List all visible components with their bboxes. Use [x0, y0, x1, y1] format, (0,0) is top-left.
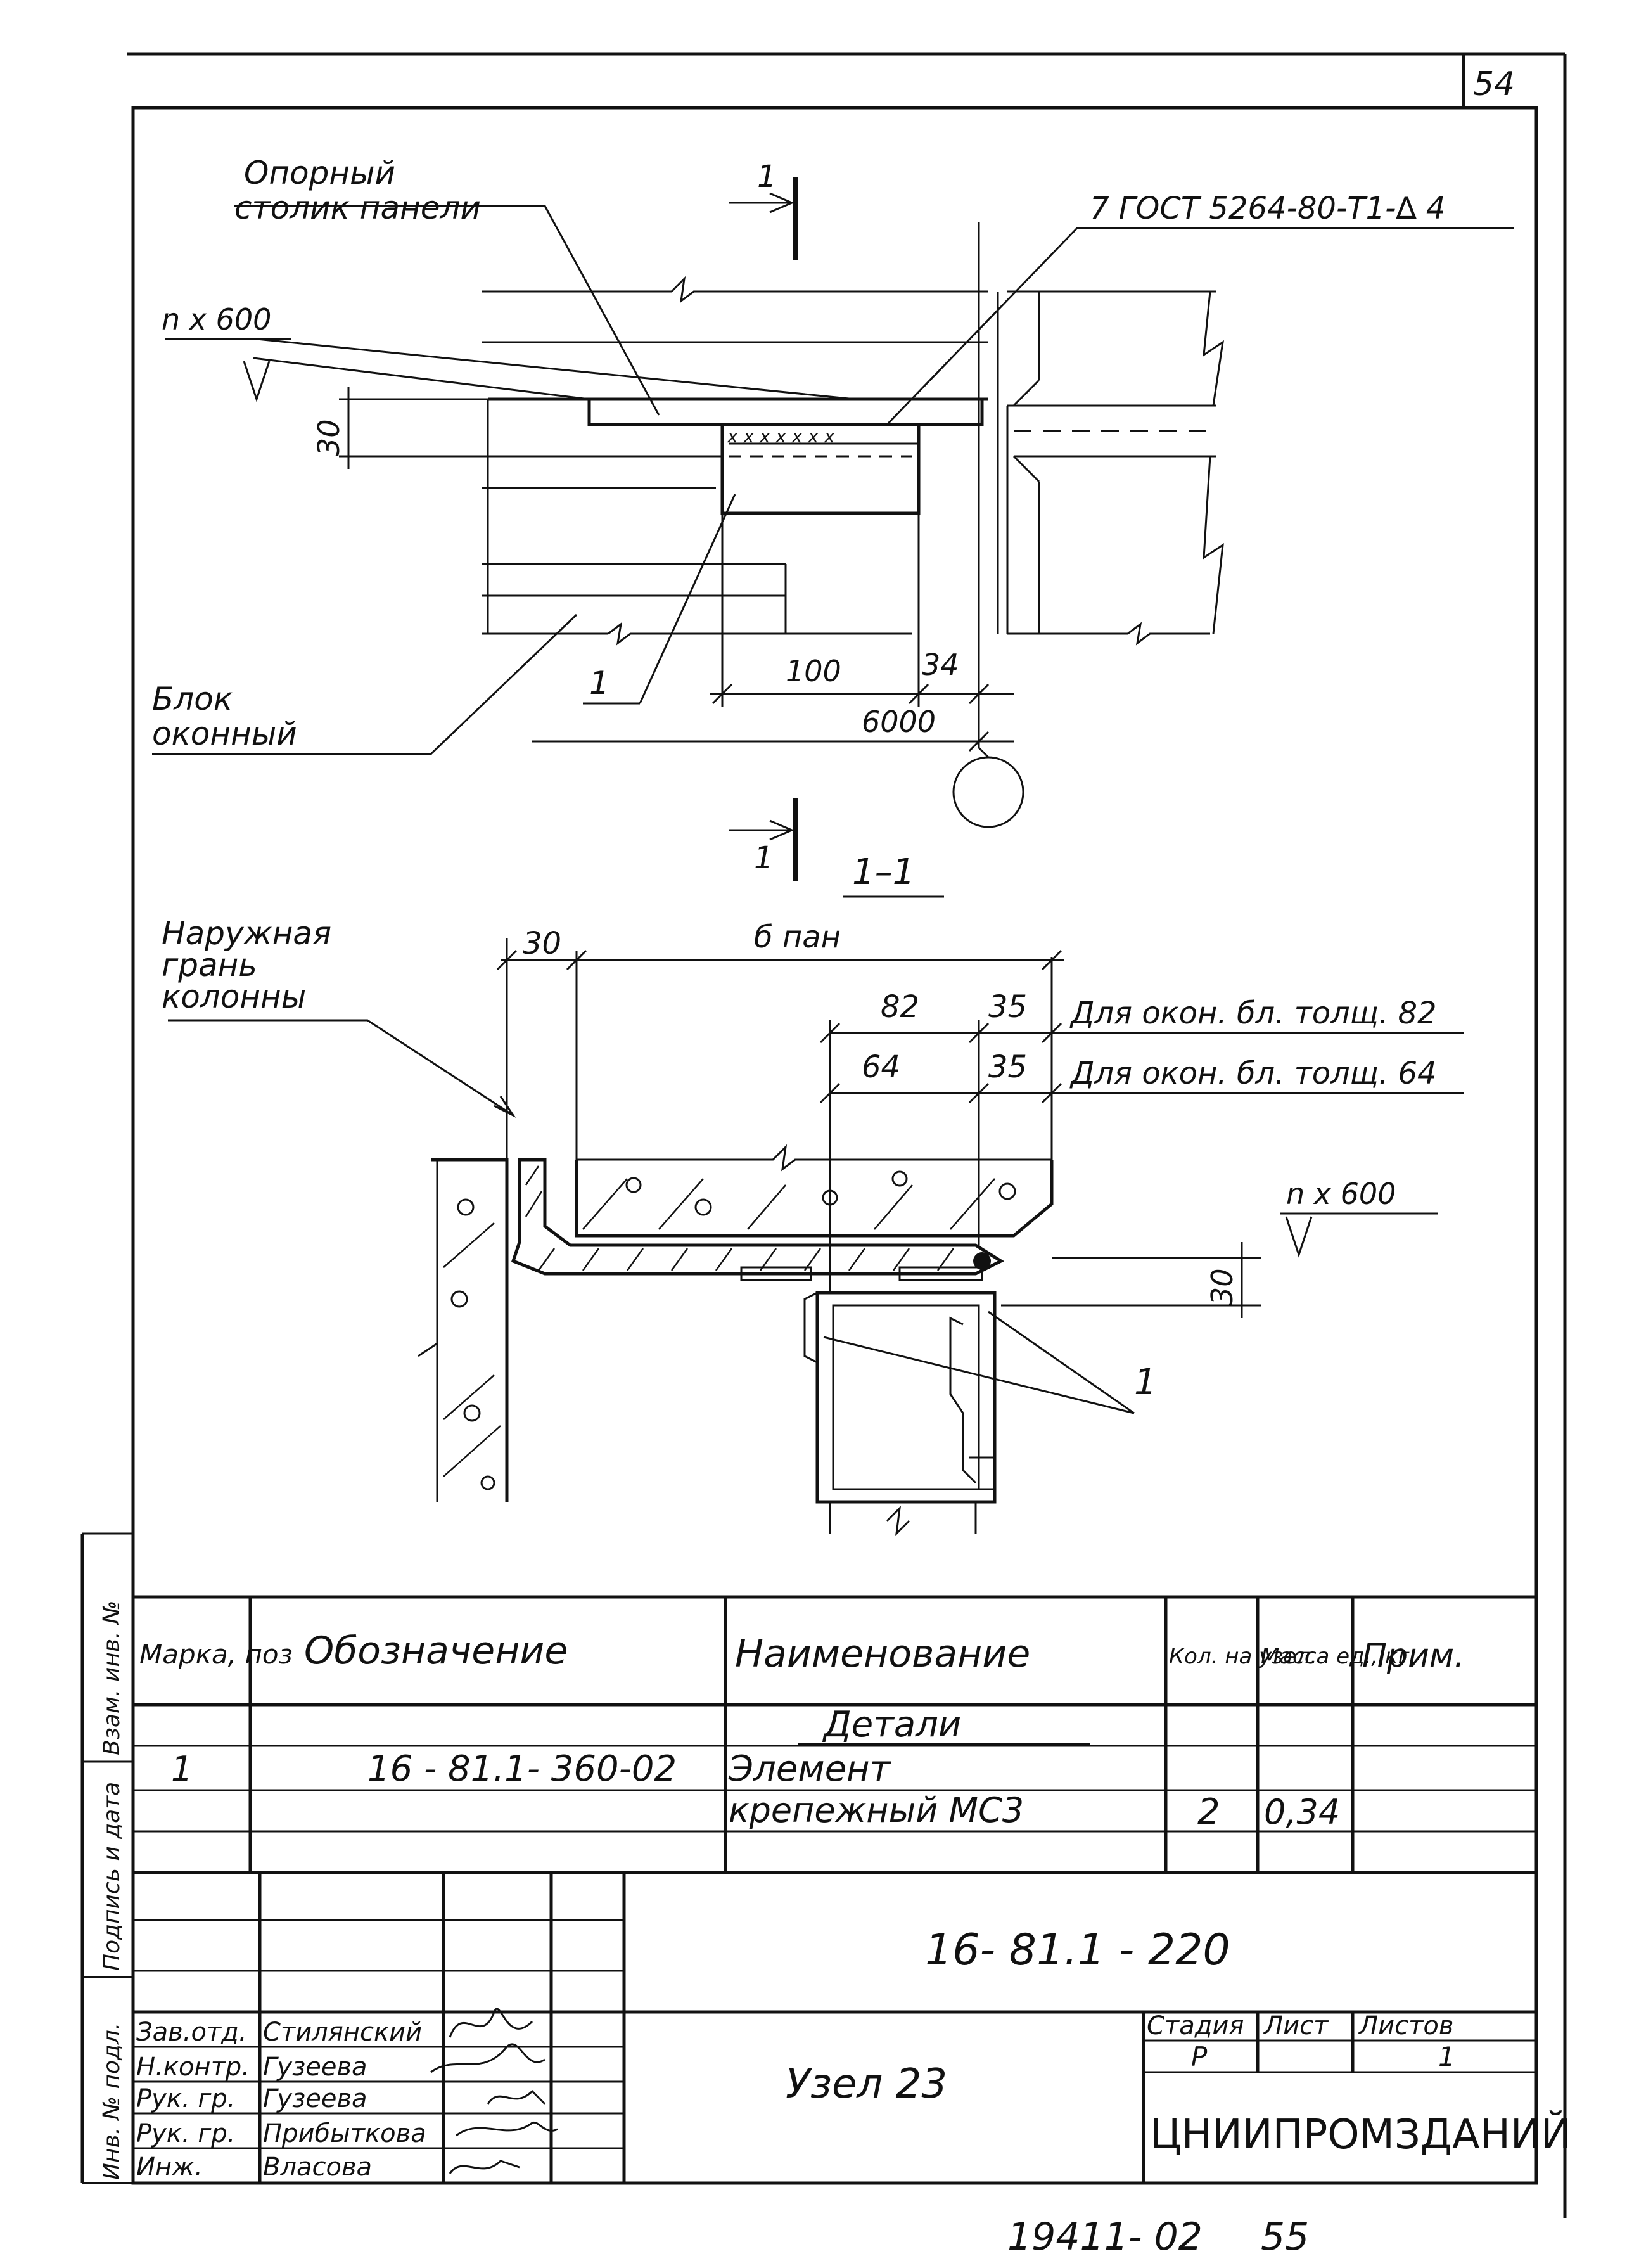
weld-crosses: x x x x x x x	[727, 426, 835, 447]
spec-header-name: Наименование	[735, 1632, 1030, 1676]
staff-role-2: Н.контр.	[136, 2053, 250, 2082]
section-label-face-line3: колонны	[162, 978, 306, 1015]
staff-name-4: Прибыткова	[263, 2119, 426, 2148]
plan-section-mark-bottom: 1	[754, 840, 774, 876]
section-dim-82: 82	[881, 989, 919, 1025]
spec-row1-designation: 16 - 81.1- 360-02	[367, 1748, 677, 1790]
spec-row2-qty: 2	[1197, 1791, 1220, 1833]
section-dim-35a: 35	[988, 989, 1027, 1025]
section-dim-b-pan: б пан	[754, 919, 841, 955]
plan-label-table-line1: Опорный	[244, 155, 395, 191]
title-block: 16- 81.1 - 220 Узел 23 Стадия Лист Листо…	[133, 1873, 1571, 2183]
staff-name-2: Гузеева	[263, 2053, 367, 2082]
weld-spot	[973, 1252, 991, 1270]
staff-name-5: Власова	[263, 2153, 372, 2182]
staff-role-3: Рук. гр.	[136, 2084, 236, 2113]
plan-level-mark: n x 600	[162, 302, 271, 336]
section-dim-30-right: 30	[1205, 1268, 1239, 1305]
plan-weld-note: 7 ГОСТ 5264-80-Т1-∆ 4	[1090, 191, 1445, 226]
staff-name-1: Стилянский	[263, 2018, 422, 2047]
plan-dim-100: 100	[786, 654, 841, 688]
spec-table: Марка, поз Обозначение Наименование Кол.…	[133, 1595, 1536, 1874]
stage-label: Стадия	[1147, 2011, 1244, 2041]
section-title: 1–1	[852, 852, 915, 893]
side-stamp-replace-inv: Взам. инв. №	[99, 1601, 125, 1755]
section-label-face-line2: грань	[162, 947, 257, 983]
sheets-value: 1	[1438, 2041, 1455, 2072]
page-number: 54	[1473, 65, 1515, 103]
section-position-1: 1	[1134, 1362, 1157, 1403]
spec-row1-mark: 1	[171, 1749, 193, 1789]
column-hatch	[443, 1198, 501, 1490]
plan-view: x x x x x x x n x 600 30 Опорный столик …	[152, 155, 1514, 881]
drawing-name: Узел 23	[786, 2061, 947, 2108]
organization-name: ЦНИИПРОМЗДАНИЙ	[1150, 2110, 1571, 2158]
bottom-code: 19411- 02	[1007, 2215, 1203, 2259]
section-note-82: Для окон. бл. толщ. 82	[1069, 996, 1437, 1031]
section-dim-64: 64	[862, 1049, 900, 1085]
spec-header-mark: Марка, поз	[139, 1639, 293, 1670]
signatures	[430, 2008, 558, 2174]
section-level-mark: n x 600	[1286, 1177, 1396, 1211]
panel-concrete-marks	[582, 1170, 1016, 1230]
section-dim-30: 30	[523, 926, 561, 961]
spec-row2-name: крепежный МС3	[729, 1790, 1024, 1830]
staff-name-3: Гузеева	[263, 2084, 367, 2113]
plan-label-block-line2: оконный	[152, 715, 297, 752]
plan-position-1: 1	[589, 665, 609, 702]
spec-group-title: Детали	[822, 1704, 961, 1745]
sheet-label: Лист	[1263, 2011, 1329, 2041]
spec-row1-name: Элемент	[728, 1748, 891, 1790]
spec-header-note: Прим.	[1362, 1637, 1465, 1675]
sheet-frame	[80, 52, 1567, 2218]
plan-section-mark-top: 1	[757, 159, 777, 195]
sheets-label: Листов	[1358, 2011, 1453, 2041]
section-dim-35b: 35	[988, 1049, 1027, 1085]
plan-dim-34: 34	[922, 648, 959, 682]
stage-value: Р	[1191, 2041, 1208, 2072]
plan-label-block-line1: Блок	[152, 681, 233, 717]
staff-role-1: Зав.отд.	[136, 2018, 247, 2047]
spec-header-qty: Кол. на узел.	[1169, 1644, 1317, 1669]
staff-role-4: Рук. гр.	[136, 2119, 236, 2148]
spec-header-designation: Обозначение	[304, 1629, 568, 1673]
staff-role-5: Инж.	[136, 2153, 203, 2182]
side-stamp-inv-no: Инв. № подл.	[99, 2023, 125, 2180]
plan-dim-30: 30	[312, 419, 346, 456]
element-hatch	[525, 1165, 955, 1271]
side-stamp-sign-date: Подпись и дата	[99, 1782, 125, 1971]
bottom-page: 55	[1261, 2215, 1309, 2259]
plan-dim-6000: 6000	[862, 705, 936, 739]
plan-label-table-line2: столик панели	[234, 189, 481, 226]
document-code: 16- 81.1 - 220	[925, 1925, 1230, 1975]
section-note-64: Для окон. бл. толщ. 64	[1069, 1056, 1437, 1091]
spec-header-mass: Масса ед., кг.	[1261, 1644, 1416, 1669]
side-stamp: Инв. № подл. Подпись и дата Взам. инв. №	[99, 1601, 125, 2180]
spec-row2-mass: 0,34	[1264, 1792, 1340, 1832]
section-view: 1–1 Наружная грань колонны	[162, 852, 1464, 1537]
section-label-face-line1: Наружная	[162, 915, 331, 952]
